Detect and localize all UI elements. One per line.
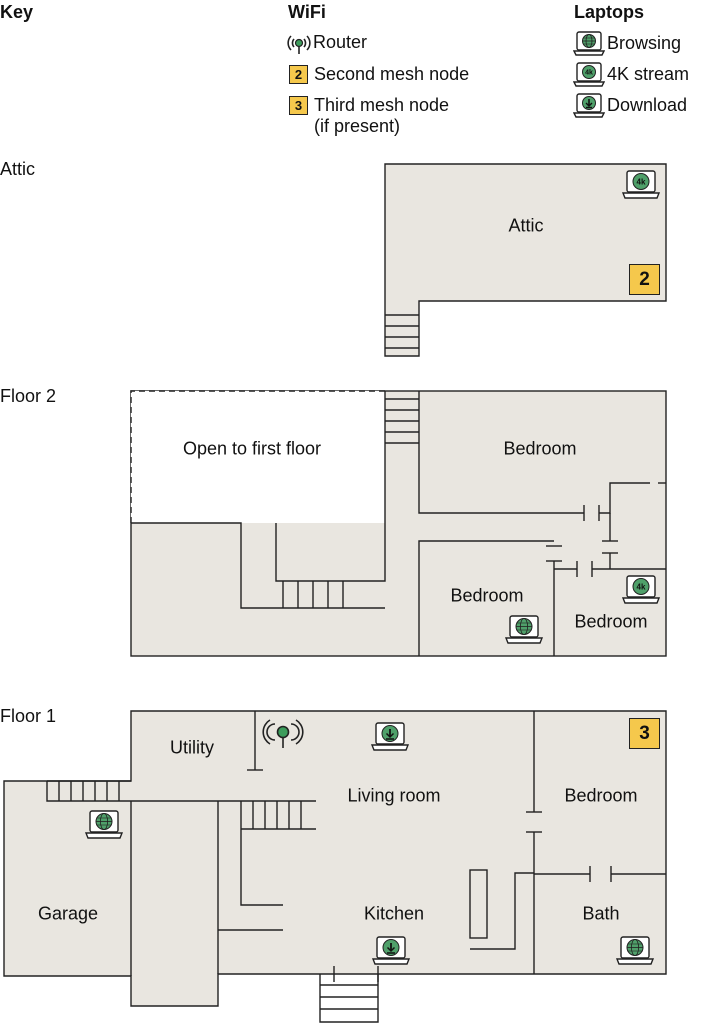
- room-f2-bedroom-top: Bedroom: [503, 438, 577, 459]
- key-title: Key: [0, 2, 34, 22]
- open-to-first-edge: [130, 390, 385, 523]
- key-download: Download: [573, 93, 703, 119]
- browsing-label: Browsing: [607, 33, 682, 53]
- node3-label: Third mesh node: [314, 95, 450, 115]
- laptop-stream-icon: 4k: [573, 62, 605, 87]
- room-f1-bedroom: Bedroom: [564, 785, 638, 806]
- floor1-floor: [3, 710, 667, 1007]
- attic-laptop-stream-icon: 4k: [622, 170, 660, 199]
- f2-laptop-browsing-icon: [505, 615, 543, 644]
- attic-floor: [384, 163, 667, 357]
- key-router: Router: [285, 30, 485, 56]
- f1-kitchen-laptop-download-icon: [372, 936, 410, 965]
- attic-mesh-node-badge: 2: [629, 264, 660, 295]
- download-label: Download: [607, 95, 688, 115]
- laptop-browsing-icon: [573, 31, 605, 56]
- room-attic: Attic: [508, 215, 544, 236]
- floor1-mesh-node-badge: 3: [629, 718, 660, 749]
- router-icon: [287, 35, 311, 54]
- f2-wall-stair-inner: [275, 391, 386, 582]
- attic-stream-badge: 4k: [637, 178, 646, 187]
- key-node3: 3 Third mesh node (if present): [289, 94, 509, 138]
- f1-garage-laptop-browsing-icon: [85, 810, 123, 839]
- node2-label: Second mesh node: [314, 64, 470, 84]
- section-attic-label: Attic: [0, 159, 36, 179]
- section-floor2-label: Floor 2: [0, 386, 57, 406]
- f1-bath-laptop-browsing-icon: [616, 936, 654, 965]
- router-label: Router: [313, 32, 368, 52]
- room-garage: Garage: [37, 903, 99, 924]
- stream-badge-text: 4k: [585, 70, 593, 77]
- key-stream: 4k 4K stream: [573, 62, 703, 88]
- section-floor1-label: Floor 1: [0, 706, 57, 726]
- node3-badge: 3: [289, 96, 308, 115]
- room-kitchen: Kitchen: [363, 903, 425, 924]
- f2-laptop-stream-icon: 4k: [622, 575, 660, 604]
- node2-badge: 2: [289, 65, 308, 84]
- wifi-header: WiFi: [288, 2, 326, 22]
- floor1-router-icon: [262, 719, 304, 748]
- laptop-download-icon: [573, 93, 605, 118]
- room-utility: Utility: [170, 737, 214, 758]
- node3-sublabel: (if present): [314, 116, 401, 136]
- f1-living-laptop-download-icon: [371, 722, 409, 751]
- key-node2: 2 Second mesh node: [289, 63, 509, 87]
- laptops-header: Laptops: [574, 2, 644, 22]
- key-browsing: Browsing: [573, 31, 703, 57]
- stream-label: 4K stream: [607, 64, 690, 84]
- room-open-to-first-floor: Open to first floor: [182, 438, 322, 459]
- f2-stream-badge: 4k: [637, 583, 646, 592]
- attic-stairs: [385, 314, 419, 349]
- room-f2-bedroom-small: Bedroom: [574, 611, 648, 632]
- room-living-room: Living room: [347, 785, 441, 806]
- room-bath: Bath: [582, 903, 620, 924]
- room-f2-bedroom-middle: Bedroom: [450, 585, 524, 606]
